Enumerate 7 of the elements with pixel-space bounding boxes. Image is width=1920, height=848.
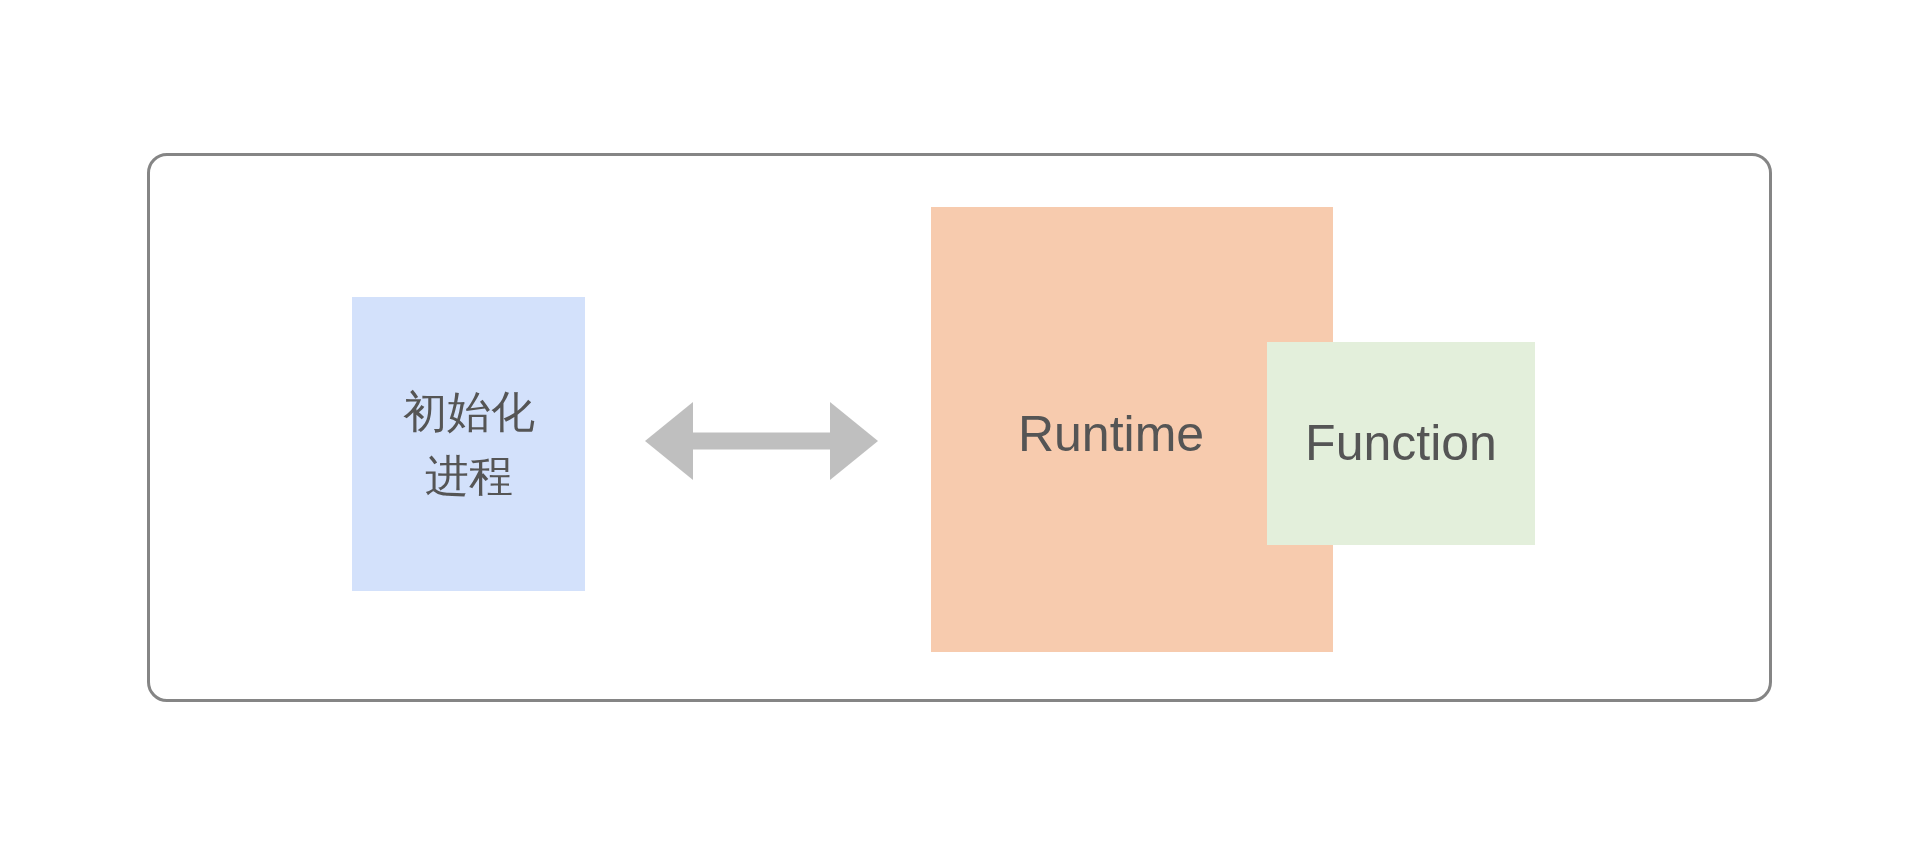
container-box [147, 153, 1772, 702]
function-box [1267, 342, 1535, 545]
node-label: 初始化进程 [401, 386, 536, 502]
double-arrow [645, 402, 878, 480]
node-label: Function [1305, 414, 1497, 473]
process-box [352, 297, 585, 591]
node-label: Runtime [1017, 406, 1205, 462]
